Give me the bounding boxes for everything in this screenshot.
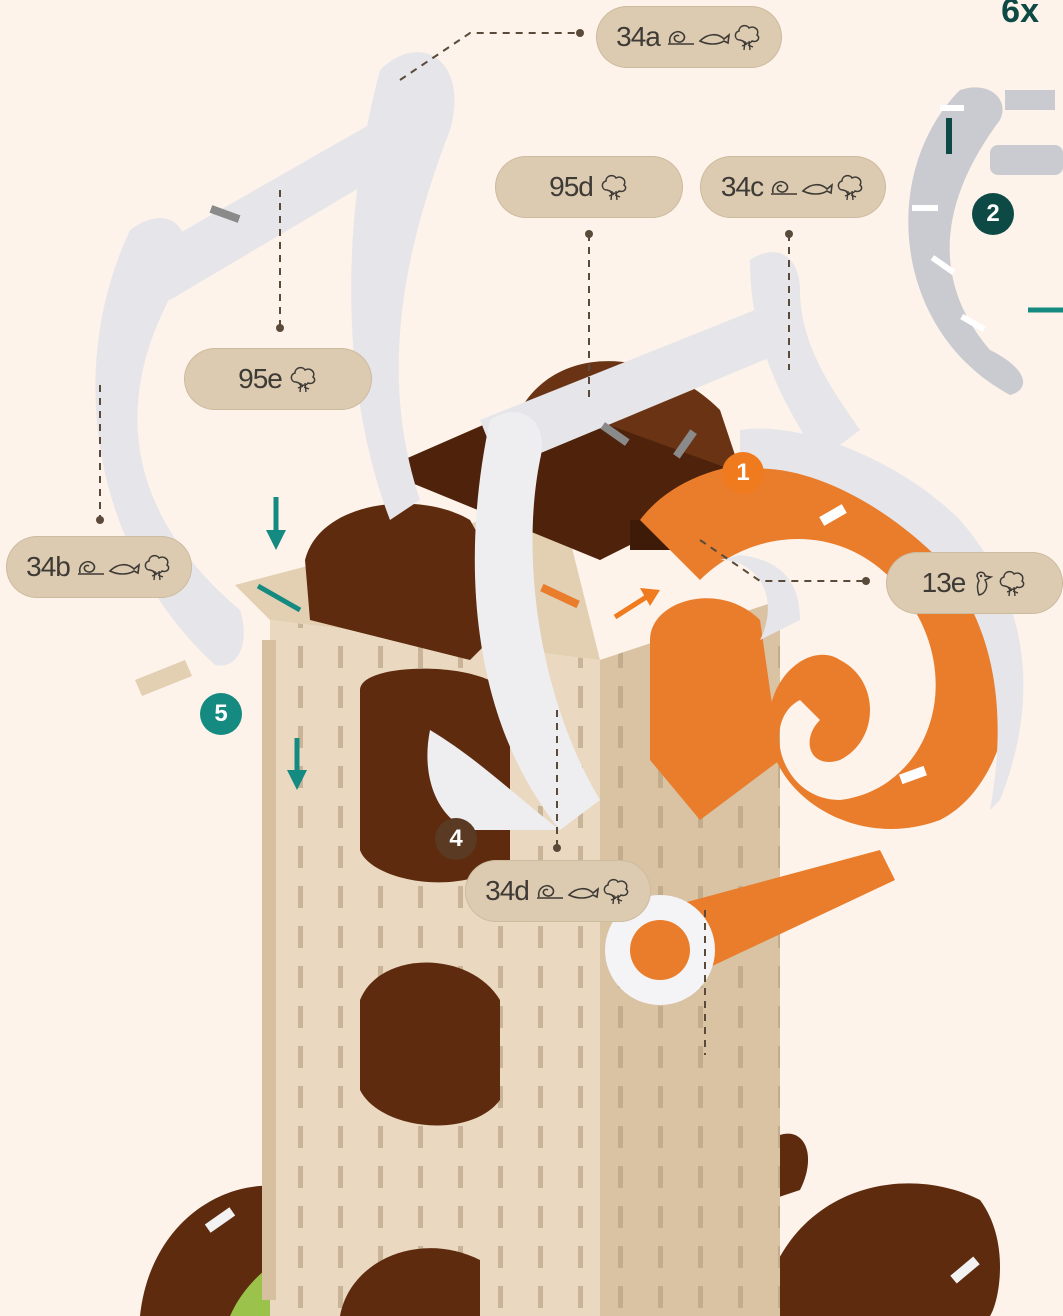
fish-icon bbox=[801, 175, 833, 199]
label-icons bbox=[971, 568, 1027, 598]
part-code: 34a bbox=[616, 21, 660, 53]
step-badge-1: 1 bbox=[722, 452, 764, 494]
tree-icon bbox=[601, 876, 631, 906]
inset-part-diagram bbox=[908, 87, 1063, 395]
part-label-13e: 13e bbox=[886, 552, 1063, 614]
snail-icon bbox=[769, 175, 799, 199]
step-badge-2: 2 bbox=[972, 193, 1014, 235]
part-code: 13e bbox=[922, 567, 966, 599]
label-icons bbox=[76, 552, 172, 582]
loose-piece bbox=[135, 660, 192, 696]
snail-icon bbox=[666, 25, 696, 49]
fish-icon bbox=[108, 555, 140, 579]
part-label-95d: 95d bbox=[495, 156, 683, 218]
label-icons bbox=[288, 364, 318, 394]
part-label-95e: 95e bbox=[184, 348, 372, 410]
label-icons bbox=[535, 876, 631, 906]
fish-icon bbox=[698, 25, 730, 49]
fish-icon bbox=[567, 879, 599, 903]
tree-icon bbox=[732, 22, 762, 52]
part-code: 34d bbox=[485, 875, 529, 907]
part-code: 34c bbox=[721, 171, 763, 203]
snail-icon bbox=[76, 555, 106, 579]
part-code: 34b bbox=[26, 551, 70, 583]
step-badge-4: 4 bbox=[435, 818, 477, 860]
part-label-34a: 34a bbox=[596, 6, 782, 68]
orange-arrow bbox=[615, 588, 660, 617]
part-label-34c: 34c bbox=[700, 156, 886, 218]
label-icons bbox=[599, 172, 629, 202]
quantity-label: 6x bbox=[1001, 0, 1039, 31]
part-code: 95d bbox=[549, 171, 593, 203]
bird-icon bbox=[971, 568, 995, 598]
part-label-34d: 34d bbox=[465, 860, 651, 922]
tree-icon bbox=[835, 172, 865, 202]
label-icons bbox=[666, 22, 762, 52]
tree-icon bbox=[288, 364, 318, 394]
step-badge-5: 5 bbox=[200, 693, 242, 735]
tree-icon bbox=[997, 568, 1027, 598]
part-label-34b: 34b bbox=[6, 536, 192, 598]
tree-icon bbox=[142, 552, 172, 582]
label-icons bbox=[769, 172, 865, 202]
tree-icon bbox=[599, 172, 629, 202]
part-code: 95e bbox=[238, 363, 282, 395]
snail-icon bbox=[535, 879, 565, 903]
